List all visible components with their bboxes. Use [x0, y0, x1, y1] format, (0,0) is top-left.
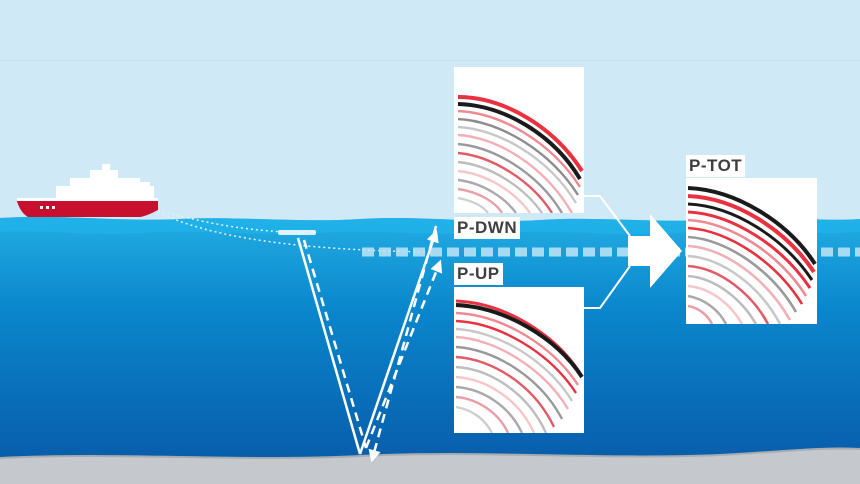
seabed — [0, 448, 860, 484]
sea — [0, 216, 860, 484]
p-up-panel — [454, 287, 584, 433]
streamer-line-upper — [157, 209, 289, 233]
p-dwn-panel — [454, 67, 584, 213]
p-up-label: P-UP — [454, 263, 503, 285]
horizon-line — [0, 60, 860, 61]
p-tot-panel — [686, 178, 817, 324]
seabed-edge — [0, 447, 860, 459]
p-tot-traces — [687, 186, 817, 324]
summation-arrow-icon — [628, 214, 682, 288]
p-dwn-traces — [457, 95, 584, 213]
p-dwn-label: P-DWN — [454, 217, 521, 239]
p-tot-label: P-TOT — [686, 155, 746, 177]
sea-surface — [0, 216, 860, 235]
connector-lines — [584, 195, 631, 309]
source-icon — [278, 230, 316, 235]
ray-paths — [296, 225, 443, 463]
p-up-traces — [455, 299, 584, 433]
streamer-line-lower — [157, 211, 431, 253]
seismic-vessel-icon — [16, 164, 158, 217]
